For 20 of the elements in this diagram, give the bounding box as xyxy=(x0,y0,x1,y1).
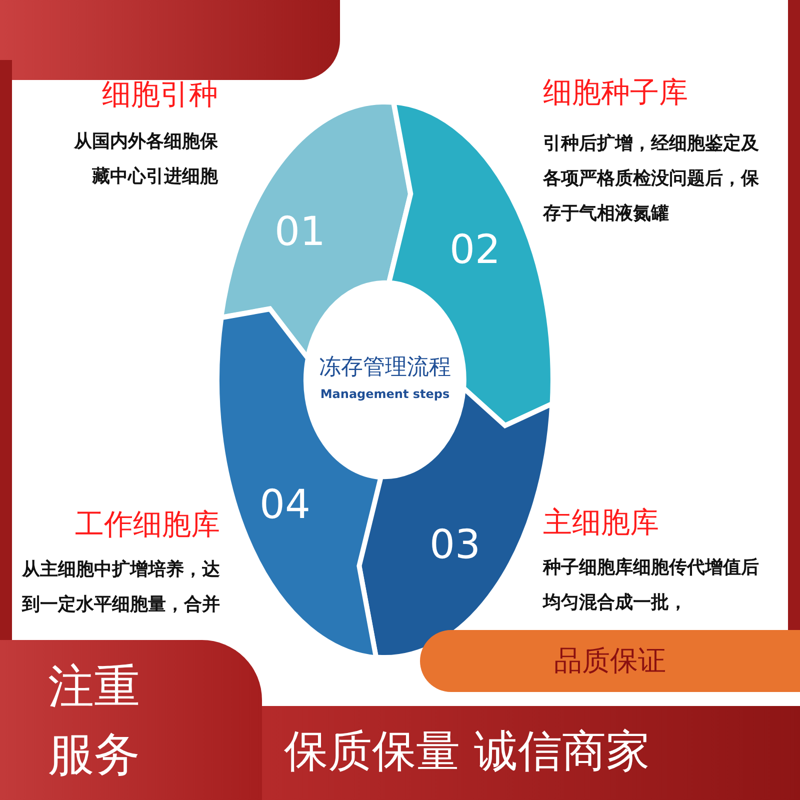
step-description: 种子细胞库细胞传代增值后均匀混合成一批， xyxy=(543,556,760,615)
banner xyxy=(262,706,800,800)
step-heading: 细胞种子库 xyxy=(543,74,688,110)
banner-text: 注重服务 xyxy=(48,658,141,783)
subtitle-text: Management steps xyxy=(319,386,451,402)
step-description: 引种后扩增，经细胞鉴定及各项严格质检没问题后，保存于气相液氮罐 xyxy=(543,132,760,226)
step-heading: 细胞引种 xyxy=(102,76,218,112)
banner-text: 品质保证 xyxy=(553,644,667,678)
step-number: 01 xyxy=(274,208,326,256)
banner xyxy=(420,630,800,692)
step-description: 从国内外各细胞保藏中心引进细胞 xyxy=(72,130,218,189)
step-number: 04 xyxy=(258,480,312,529)
banner xyxy=(0,640,262,800)
step-description: 从主细胞中扩增培养，达到一定水平细胞量，合并 xyxy=(20,558,220,617)
step-number: 03 xyxy=(428,520,482,569)
title-text: 冻存管理流程 xyxy=(318,354,452,382)
step-heading: 主细胞库 xyxy=(543,504,659,540)
step-number: 02 xyxy=(448,226,502,274)
banner-text: 保质保量 诚信商家 xyxy=(284,725,650,779)
step-heading: 工作细胞库 xyxy=(75,506,220,542)
